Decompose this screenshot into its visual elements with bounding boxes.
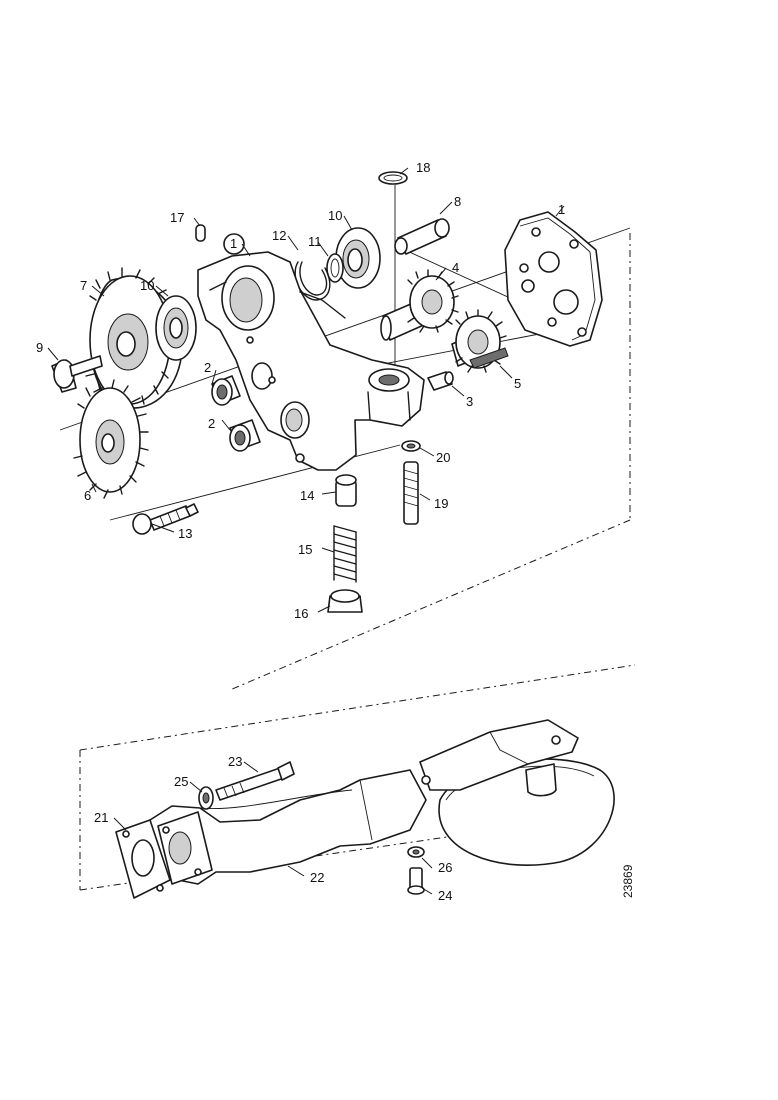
part-3-sleeve [427, 371, 454, 391]
part-21-gasket [115, 819, 171, 899]
callout-1-circled: 1 [230, 236, 237, 251]
part-24-bolt [407, 867, 425, 895]
callout-labels-upper: 18 8 10 11 12 17 1 1 4 5 3 10 7 9 2 2 6 … [36, 160, 565, 621]
callout-20: 20 [436, 450, 450, 465]
callout-19: 19 [434, 496, 448, 511]
part-11-ring [326, 253, 344, 283]
callout-10-left: 10 [140, 278, 154, 293]
leader-lines-upper [47, 167, 565, 613]
strainer-screen [438, 758, 615, 866]
assembly-boundary-upper [229, 233, 631, 691]
part-10-bearing-left [155, 295, 197, 361]
part-22-pickup-pipe [149, 769, 427, 885]
callout-26: 26 [438, 860, 452, 875]
callout-13: 13 [178, 526, 192, 541]
part-4-pump-gear-upper [380, 269, 459, 341]
part-2-bushing-upper [211, 375, 241, 406]
callout-7: 7 [80, 278, 87, 293]
part-20-washer [401, 440, 421, 452]
part-25-washer [198, 786, 214, 810]
part-10-bearing-top [335, 227, 381, 289]
part-1-cover-plate [504, 211, 603, 347]
callout-18: 18 [416, 160, 430, 175]
callout-6: 6 [84, 488, 91, 503]
callout-2-upper: 2 [204, 360, 211, 375]
callout-25: 25 [174, 774, 188, 789]
reference-number: 23869 [621, 864, 635, 898]
part-26-washer [407, 846, 425, 858]
pump-body [197, 233, 425, 471]
callout-8-top: 8 [454, 194, 461, 209]
callout-16: 16 [294, 606, 308, 621]
part-13-bolt [132, 503, 199, 535]
callout-22: 22 [310, 870, 324, 885]
callout-11: 11 [308, 234, 322, 249]
callout-5: 5 [514, 376, 521, 391]
callout-15: 15 [298, 542, 312, 557]
callout-17: 17 [170, 210, 184, 225]
part-2-bushing-lower [229, 419, 261, 452]
callout-3: 3 [466, 394, 473, 409]
callout-21: 21 [94, 810, 108, 825]
part-5-pump-gear-lower [451, 309, 509, 373]
callout-23: 23 [228, 754, 242, 769]
callout-labels-lower: 23 25 21 22 26 24 [94, 754, 452, 903]
part-9-bolt [51, 355, 103, 393]
callout-12: 12 [272, 228, 286, 243]
callout-9: 9 [36, 340, 43, 355]
callout-24: 24 [438, 888, 452, 903]
part-18-o-ring [378, 171, 408, 185]
part-14-piston [335, 474, 357, 507]
part-23-bolt [215, 761, 295, 801]
part-6-gear [73, 379, 149, 499]
callout-1: 1 [558, 202, 565, 217]
strainer-bracket [419, 719, 579, 791]
callout-14: 14 [300, 488, 314, 503]
part-19-stud [403, 461, 419, 525]
callout-10-top: 10 [328, 208, 342, 223]
part-15-spring [333, 525, 357, 583]
part-8-shaft [394, 218, 450, 255]
part-17-dowel [195, 224, 206, 242]
callout-2-lower: 2 [208, 416, 215, 431]
part-16-plug [327, 589, 363, 613]
leader-lines-lower [113, 761, 433, 895]
callout-4: 4 [452, 260, 459, 275]
